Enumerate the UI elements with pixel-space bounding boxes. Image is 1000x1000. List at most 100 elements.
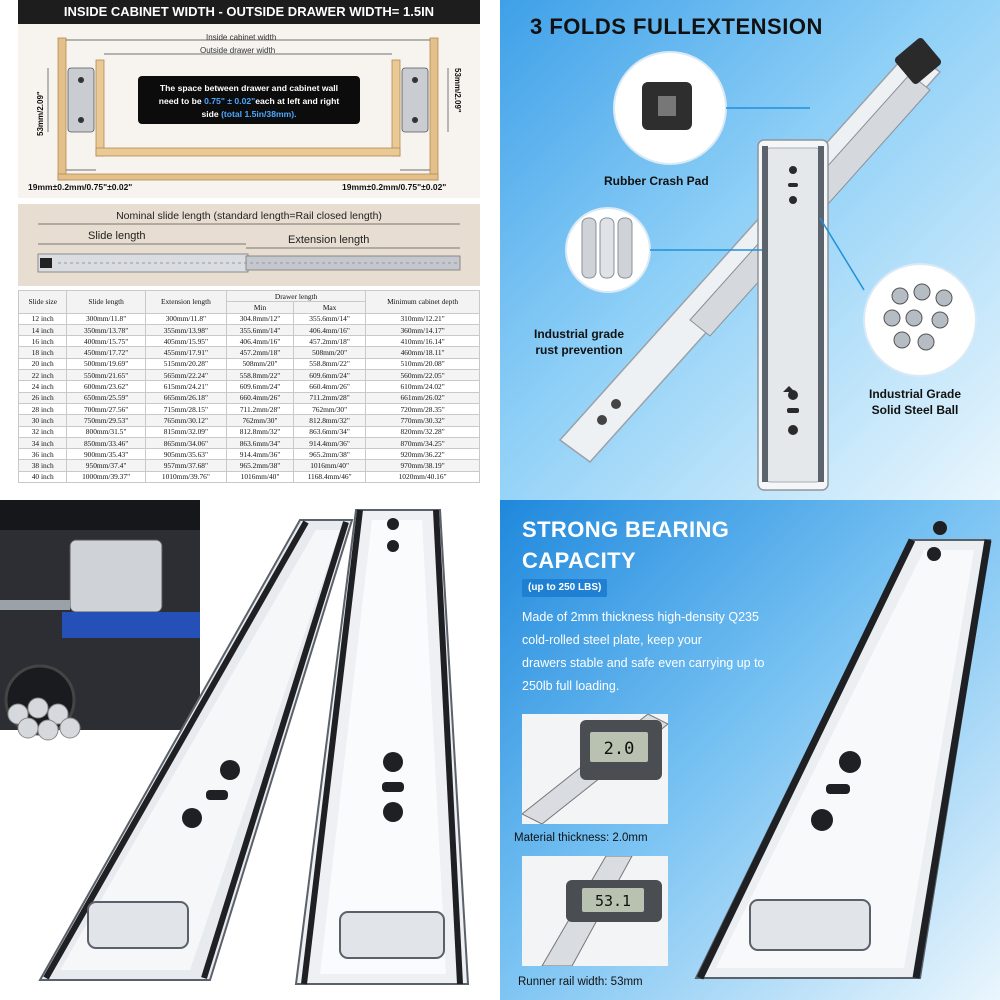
callout-line2-pre: need to be — [158, 96, 205, 106]
caliper-thickness-illustration: 2.0 — [521, 713, 669, 825]
cell-extension-length: 715mm/28.15" — [144, 402, 228, 416]
cell-drawer-max: 508mm/20" — [292, 346, 367, 359]
cell-slide-length: 300mm/11.8" — [66, 312, 146, 325]
cell-slide-length: 800mm/31.5" — [66, 425, 146, 438]
cell-extension-length: 565mm/22.24" — [144, 369, 228, 382]
cell-drawer-min: 965.2mm/38" — [226, 459, 294, 472]
cell-min-cabinet-depth: 970mm/38.19" — [365, 459, 480, 472]
cell-slide-size: 26 inch — [17, 391, 68, 404]
slide-closeup-panel — [0, 500, 500, 1000]
nominal-slide-length-label: Nominal slide length (standard length=Ra… — [116, 210, 382, 222]
caliper1-reading: 2.0 — [604, 739, 635, 759]
material-thickness-caption: Material thickness: 2.0mm — [514, 832, 648, 844]
cell-drawer-max: 965.2mm/38" — [292, 448, 367, 461]
cell-drawer-min: 457.2mm/18" — [226, 346, 294, 359]
callout-line3-pre: side — [201, 109, 222, 119]
slide-height-left: 53mm/2.09" — [36, 91, 45, 136]
callout-total: (total 1.5in/38mm). — [221, 109, 297, 119]
slide-length-label: Slide length — [88, 230, 146, 242]
cabinet-diagram: Inside cabinet width Outside drawer widt… — [18, 24, 480, 198]
cell-min-cabinet-depth: 770mm/30.32" — [365, 414, 480, 427]
extended-slide-photo — [558, 38, 977, 491]
steel-ball-label: Industrial Grade Solid Steel Ball — [850, 386, 980, 418]
outside-drawer-width-label: Outside drawer width — [200, 46, 276, 55]
cell-extension-length: 405mm/15.95" — [144, 335, 228, 348]
cell-min-cabinet-depth: 410mm/16.14" — [365, 335, 480, 348]
rust-label-line1: Industrial grade — [533, 327, 625, 341]
cell-min-cabinet-depth: 510mm/20.08" — [365, 357, 480, 371]
thick-slide-photo — [694, 521, 992, 980]
rust-label-line2: rust prevention — [535, 343, 623, 357]
cell-extension-length: 905mm/35.63" — [144, 448, 228, 461]
cell-slide-size: 12 inch — [17, 312, 68, 325]
cell-slide-length: 550mm/21.65" — [66, 369, 146, 382]
three-folds-extension-panel: 3 FOLDS FULLEXTENSION Rubber Crash Pad I… — [500, 0, 1000, 500]
cell-drawer-min: 508mm/20" — [226, 357, 294, 371]
slide-height-right: 53mm/2.09" — [453, 68, 462, 113]
cell-drawer-min: 914.4mm/36" — [226, 448, 294, 461]
cell-slide-size: 28 inch — [17, 402, 68, 416]
cell-slide-size: 38 inch — [17, 459, 68, 472]
cell-slide-size: 40 inch — [17, 470, 68, 484]
cell-drawer-max: 609.6mm/24" — [292, 369, 367, 382]
cell-slide-size: 18 inch — [17, 346, 68, 359]
cell-slide-length: 450mm/17.72" — [66, 346, 146, 359]
col-drawer-length: Drawer length — [226, 289, 367, 303]
cell-drawer-max: 1168.4mm/46" — [292, 470, 367, 484]
extension-length-label: Extension length — [288, 234, 370, 246]
cell-drawer-min: 558.8mm/22" — [226, 369, 294, 382]
cell-slide-size: 24 inch — [17, 380, 68, 393]
gap-callout: The space between drawer and cabinet wal… — [138, 76, 360, 124]
cell-min-cabinet-depth: 920mm/36.22" — [365, 448, 480, 461]
cell-drawer-min: 711.2mm/28" — [226, 402, 294, 416]
cell-extension-length: 355mm/13.98" — [144, 323, 228, 337]
cell-drawer-max: 406.4mm/16" — [292, 323, 367, 337]
cell-drawer-max: 711.2mm/28" — [292, 391, 367, 404]
cabinet-width-spec-panel: INSIDE CABINET WIDTH - OUTSIDE DRAWER WI… — [0, 0, 500, 500]
gap-right-dimension: 19mm±0.2mm/0.75"±0.02" — [342, 182, 447, 192]
slide-size-table: Slide size Slide length Extension length… — [17, 289, 480, 484]
cell-extension-length: 1010mm/39.76" — [144, 470, 228, 484]
cell-slide-length: 850mm/33.46" — [66, 436, 146, 450]
cell-slide-length: 700mm/27.56" — [66, 402, 146, 416]
gap-left-dimension: 19mm±0.2mm/0.75"±0.02" — [28, 182, 133, 192]
col-drawer-min: Min — [226, 301, 294, 314]
cell-slide-length: 750mm/29.53" — [66, 414, 146, 427]
slide-length-diagram: Nominal slide length (standard length=Ra… — [18, 204, 480, 286]
cabinet-width-header: INSIDE CABINET WIDTH - OUTSIDE DRAWER WI… — [18, 0, 480, 24]
cell-drawer-max: 914.4mm/36" — [292, 436, 367, 450]
rust-prevention-label: Industrial grade rust prevention — [520, 326, 638, 358]
cell-min-cabinet-depth: 870mm/34.25" — [365, 436, 480, 450]
col-slide-length: Slide length — [66, 290, 146, 314]
cell-min-cabinet-depth: 720mm/28.35" — [365, 402, 480, 416]
cell-drawer-max: 355.6mm/14" — [292, 312, 367, 325]
cell-slide-length: 1000mm/39.37" — [66, 470, 146, 484]
cell-slide-size: 14 inch — [17, 323, 68, 337]
cell-drawer-min: 609.6mm/24" — [226, 380, 294, 393]
cell-slide-size: 30 inch — [17, 414, 68, 427]
caliper-rail-width-illustration: 53.1 — [522, 855, 668, 967]
cell-drawer-max: 558.8mm/22" — [292, 357, 367, 371]
cell-slide-size: 16 inch — [17, 335, 68, 348]
cell-min-cabinet-depth: 820mm/32.28" — [365, 425, 480, 438]
cell-min-cabinet-depth: 460mm/18.11" — [365, 346, 480, 359]
cell-drawer-min: 406.4mm/16" — [226, 335, 294, 348]
cell-extension-length: 455mm/17.91" — [144, 346, 228, 359]
cell-min-cabinet-depth: 1020mm/40.16" — [365, 470, 480, 484]
rubber-crash-pad-label: Rubber Crash Pad — [604, 174, 709, 188]
inside-cabinet-width-label: Inside cabinet width — [206, 33, 277, 42]
title-line2: CAPACITY — [522, 548, 637, 573]
cell-extension-length: 615mm/24.21" — [144, 380, 228, 393]
ball-label-line2: Solid Steel Ball — [871, 403, 959, 417]
